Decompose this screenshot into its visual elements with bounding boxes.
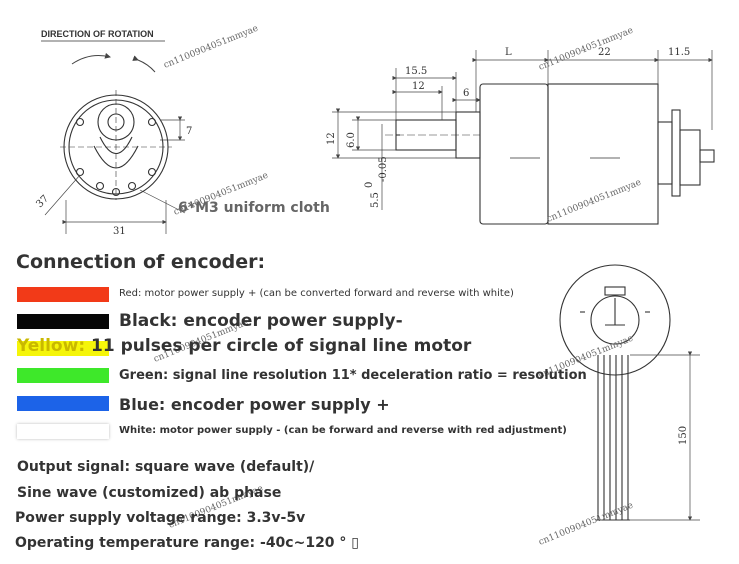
spec-temperature: Operating temperature range: -40c~120 ° … [15,535,360,551]
spec-voltage: Power supply voltage range: 3.3v-5v [15,510,306,526]
dim-5-5: 5.5 [370,192,381,208]
dim-7: 7 [186,126,192,137]
wire-swatch-yellow [17,341,109,356]
rotation-arrows [71,52,156,73]
wire-label-black: Black: encoder power supply- [119,311,403,331]
dim-tol-lower: -0.05 [378,156,389,182]
yellow-text: 11 pulses per circle of signal line moto… [91,336,472,356]
watermark: cn1100904051mmyae [537,501,634,548]
dim-31: 31 [113,226,126,237]
dim-12-top: 12 [412,81,425,92]
wire-label-white: White: motor power supply - (can be forw… [119,425,567,436]
dim-11-5: 11.5 [668,47,690,58]
encoder-dims [630,351,700,521]
watermark: cn1100904051mmyae [162,24,259,71]
wire-swatch-white [17,424,109,439]
watermark: cn1100904051mmyae [545,178,642,225]
dim-37: 37 [34,193,51,210]
gearbox-front-view [60,90,172,200]
wire-label-blue: Blue: encoder power supply + [119,395,390,414]
wire-swatch-blue [17,396,109,411]
yellow-prefix: Yellow: [17,336,92,356]
motor-side-view [385,83,715,225]
dim-6-0: 6.0 [346,132,357,148]
encoder-heading: Connection of encoder: [16,251,266,273]
spec-sine-wave: Sine wave (customized) ab phase [17,485,282,501]
dim-15-5: 15.5 [405,66,427,77]
wire-label-red: Red: motor power supply + (can be conver… [119,288,514,299]
wire-swatch-red [17,287,109,302]
rotation-title: DIRECTION OF ROTATION [41,29,154,39]
wire-label-green: Green: signal line resolution 11* decele… [119,368,587,383]
wire-swatch-black [17,314,109,329]
side-dims [332,50,713,210]
mount-note: 6*M3 uniform cloth [178,200,330,216]
dim-22: 22 [598,47,611,58]
spec-output-signal: Output signal: square wave (default)/ [17,459,315,475]
dim-12-side: 12 [326,132,337,145]
watermark: cn1100904051mmyae [537,26,634,73]
dim-6: 6 [463,88,469,99]
wire-label-yellow: Yellow: 11 pulses per circle of signal l… [17,336,471,356]
front-dims [44,116,186,234]
wire-swatch-green [17,368,109,383]
dim-150: 150 [678,426,689,445]
dim-L: L [505,47,512,58]
encoder-view [559,264,671,521]
dim-tol-upper: 0 [364,182,375,188]
